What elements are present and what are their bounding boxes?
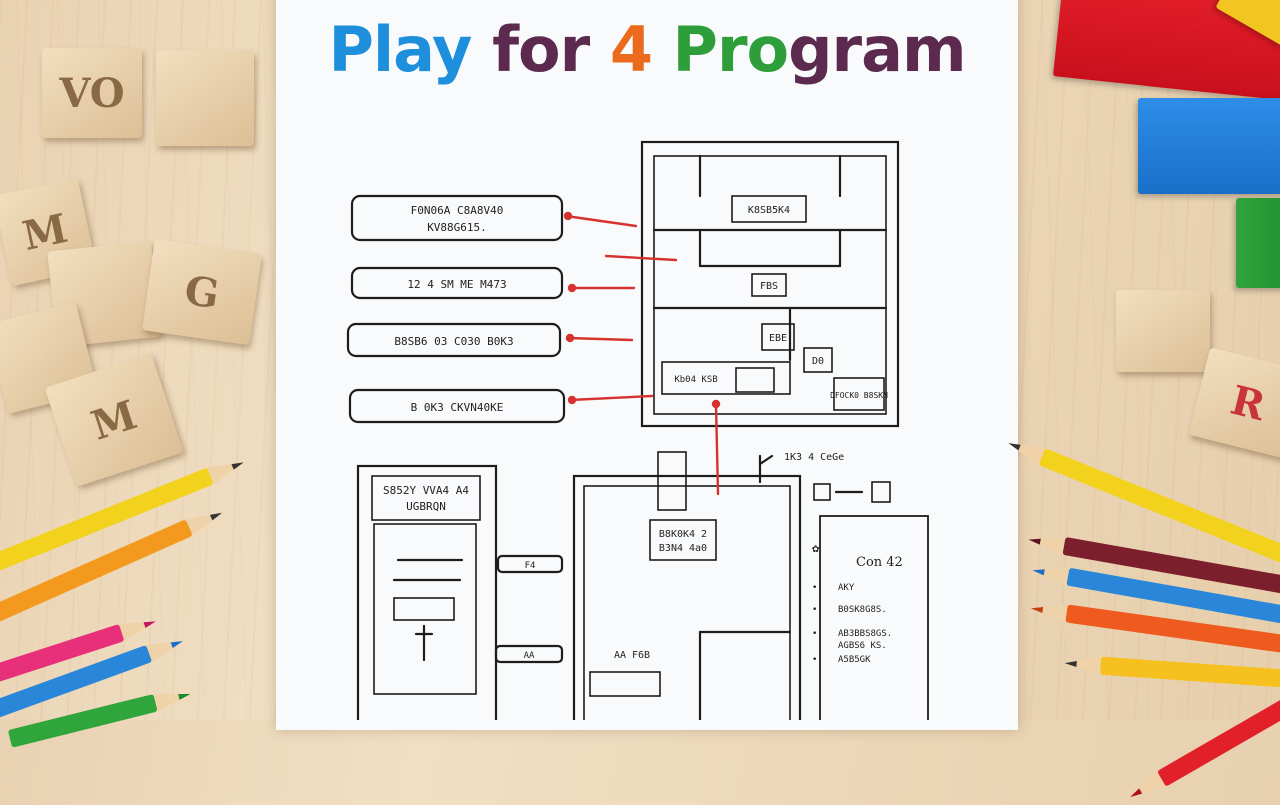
block-letter: VO [59, 69, 125, 117]
svg-text:•: • [812, 605, 817, 615]
sketch-label: F4 [525, 561, 536, 571]
sketch-box [346, 322, 562, 358]
svg-text:•: • [812, 629, 817, 639]
sketch-label: B3N4 4a0 [659, 543, 707, 554]
title-word: 4 [609, 13, 653, 86]
blue-book [1138, 98, 1280, 194]
sketch-box [350, 194, 564, 242]
list-item: B0SK8G8S. [838, 605, 887, 615]
sketch-label: B8K0K4 2 [659, 529, 707, 540]
title-word: for [471, 13, 610, 86]
sketch-label: UGBRQN [406, 500, 446, 513]
title-word: gram [788, 13, 966, 86]
sketch-box [348, 388, 566, 424]
list-item: AB3BBS8GS. [838, 629, 892, 639]
sketch-frame [356, 464, 498, 720]
sketch-label: EBE [769, 333, 787, 344]
list-title: Con 42 [856, 555, 903, 570]
sketch-frame [640, 140, 900, 428]
sketch-label: AA [524, 651, 535, 661]
svg-text:•: • [812, 655, 817, 665]
sketch-label: D0 [812, 356, 824, 367]
sketch-list-box [819, 515, 929, 720]
sketch-label: 12 4 SM ME M473 [407, 278, 506, 291]
title-word: Play [328, 13, 472, 86]
sketch-tag [494, 644, 564, 664]
sketch-label: AA F6B [614, 650, 650, 661]
sketch-tag [496, 554, 564, 574]
wooden-block [156, 50, 254, 146]
sketch-label: DFOCK0 B8SKN [830, 391, 888, 400]
sketch-annotation: 1K3 4 CeGe [784, 452, 844, 463]
svg-text:✿: ✿ [812, 541, 820, 555]
program-sketch: F0N06A C8A8V40 KV88G615. 12 4 SM ME M473… [346, 140, 929, 720]
sketch-label: K8SB5K4 [748, 205, 790, 216]
wooden-block: VO [42, 48, 142, 138]
sketch-frame [572, 474, 802, 720]
sketch-label: Kb04 KSB [674, 375, 717, 385]
sketch-label: KV88G615. [427, 221, 487, 234]
title-word: Pro [651, 13, 790, 86]
sketch-label: FBS [760, 281, 778, 292]
sketch-label: B8SB6 03 C030 B0K3 [394, 335, 513, 348]
list-item: AKY [838, 583, 855, 593]
sketch-box [350, 266, 564, 300]
sketch-label: S852Y VVA4 A4 [383, 484, 469, 497]
list-item: A5B5GK [838, 655, 871, 665]
svg-text:•: • [812, 583, 817, 593]
wooden-block [1116, 290, 1210, 372]
page-title: Play for 4 Program [276, 10, 1018, 90]
green-book [1236, 198, 1280, 288]
sketch-label: F0N06A C8A8V40 [411, 204, 504, 217]
paper-sheet [276, 0, 1018, 730]
list-item: AGBS6 KS. [838, 641, 887, 651]
sketch-label: B 0K3 CKVN40KE [411, 401, 504, 414]
